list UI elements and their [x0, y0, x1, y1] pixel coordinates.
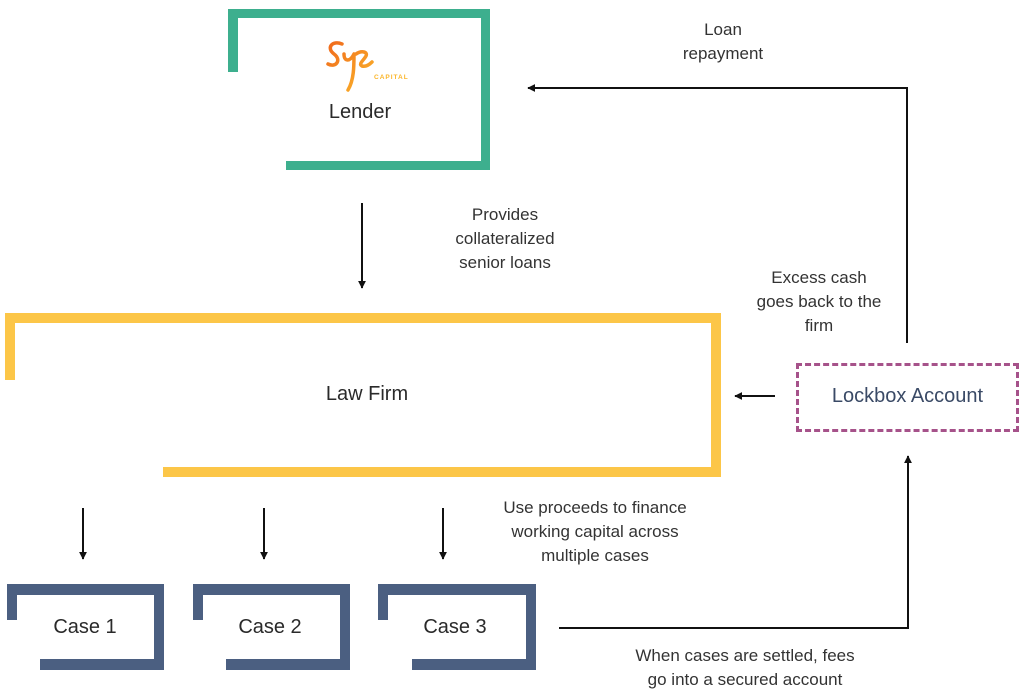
note-line: senior loans	[459, 253, 551, 272]
case-box-left	[7, 584, 17, 620]
lockbox-box	[796, 363, 1019, 432]
case-box-right	[526, 584, 536, 670]
syz-capital-logo: CAPITAL	[326, 41, 409, 92]
note-line: When cases are settled, fees	[635, 646, 855, 665]
note-line: goes back to the	[756, 292, 882, 311]
law-firm-box-left	[5, 313, 15, 380]
cases-to-lockbox-arrow	[559, 455, 912, 629]
law-firm-box-bottom	[163, 467, 721, 477]
note-line: working capital across	[511, 522, 679, 541]
lender-box-right	[481, 9, 490, 170]
note-line: Use proceeds to finance	[503, 498, 687, 517]
excess-cash-note: Excess cash goes back to the firm	[735, 266, 903, 338]
lockbox-label: Lockbox Account	[831, 385, 984, 407]
note-line: collateralized	[455, 229, 555, 248]
note-line: firm	[804, 316, 834, 335]
loan-repayment-arrow	[527, 84, 908, 343]
case-box-right	[154, 584, 164, 670]
cases-settled-note: When cases are settled, fees go into a s…	[600, 644, 890, 692]
use-proceeds-note: Use proceeds to finance working capital …	[470, 496, 720, 568]
case-box-bottom	[226, 659, 350, 670]
case-box-bottom	[40, 659, 164, 670]
case-box-top	[193, 584, 350, 595]
note-line: go into a secured account	[647, 670, 843, 689]
provides-loans-note: Provides collateralized senior loans	[425, 203, 585, 275]
note-line: Provides	[471, 205, 539, 224]
law-firm-box-right	[711, 313, 721, 477]
case-3-label: Case 3	[423, 616, 487, 638]
lender-box-left	[228, 9, 238, 72]
lender-box-bottom	[286, 161, 490, 170]
note-line: Excess cash	[771, 268, 867, 287]
law-firm-box-top	[5, 313, 721, 323]
lender-label: Lender	[328, 101, 392, 123]
case-box-right	[340, 584, 350, 670]
case-box-left	[193, 584, 203, 620]
case-box-top	[378, 584, 536, 595]
case-2-label: Case 2	[238, 616, 302, 638]
loan-repayment-note: Loan repayment	[633, 18, 813, 66]
law-firm-label: Law Firm	[325, 383, 409, 405]
case-box-top	[7, 584, 164, 595]
note-line: multiple cases	[541, 546, 649, 565]
note-line: Loan	[704, 20, 742, 39]
case-box-bottom	[412, 659, 536, 670]
logo-subtitle: CAPITAL	[374, 74, 409, 81]
case-box-left	[378, 584, 388, 620]
note-line: repayment	[682, 44, 764, 63]
case-1-label: Case 1	[53, 616, 117, 638]
lender-box-top	[228, 9, 490, 18]
